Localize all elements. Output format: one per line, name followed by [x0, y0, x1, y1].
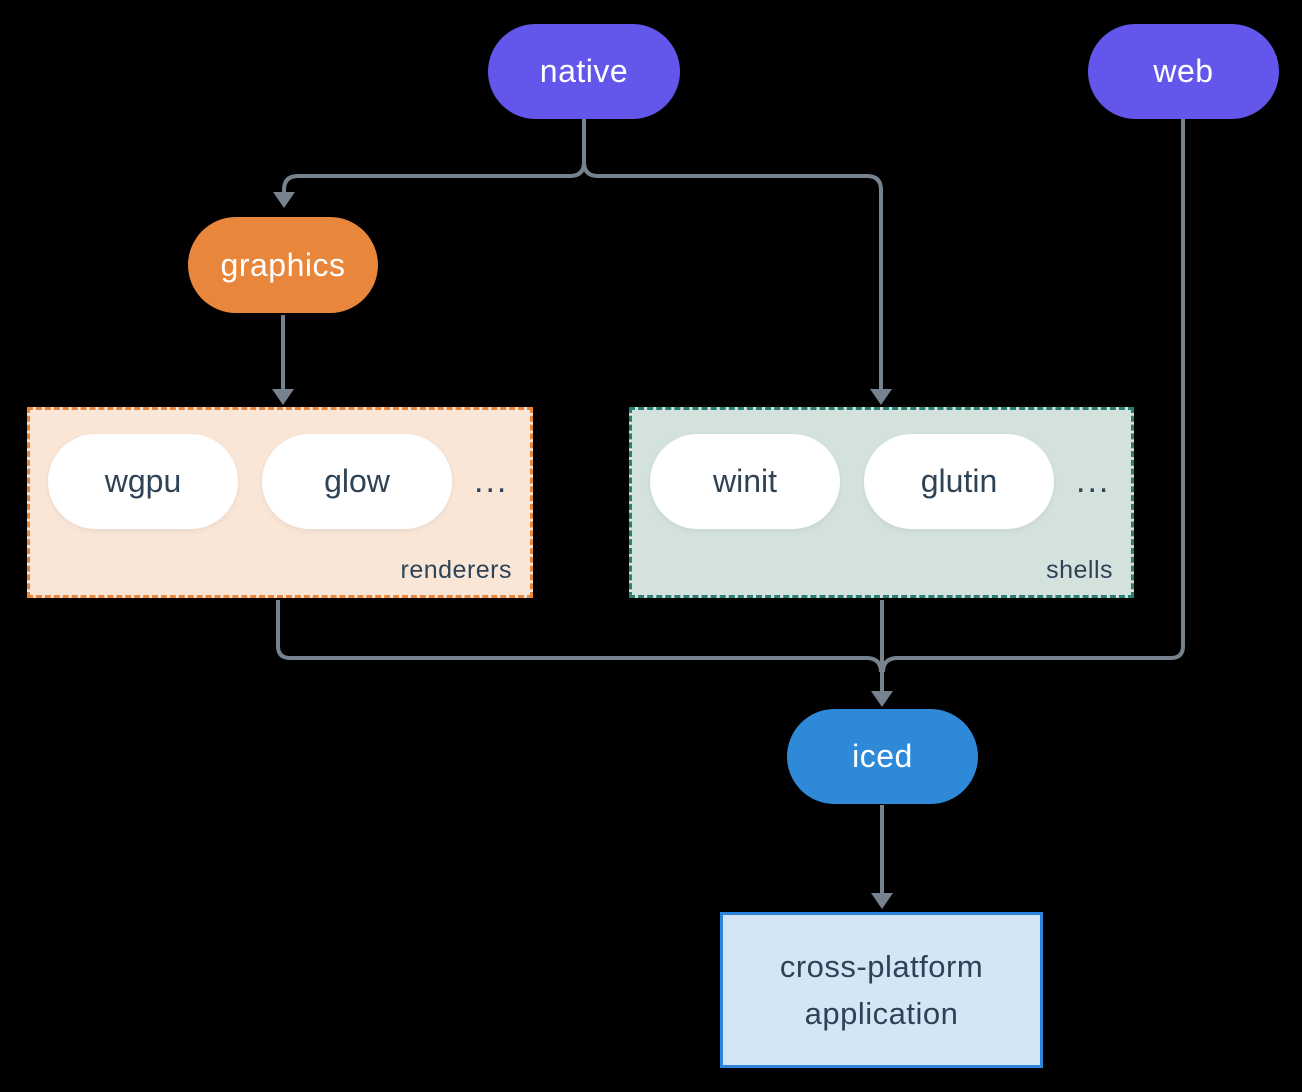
- pill-glutin-label: glutin: [920, 463, 998, 499]
- pill-winit-label: winit: [712, 463, 777, 499]
- pill-glutin: glutin: [864, 434, 1054, 529]
- arrowhead-iced: [871, 691, 893, 707]
- node-native: native: [488, 24, 680, 119]
- node-web-label: web: [1153, 53, 1214, 89]
- renderers-label: renderers: [400, 556, 512, 584]
- wire-web-to-merge: [881, 119, 1185, 673]
- arrowhead-shells: [870, 389, 892, 405]
- node-iced-label: iced: [852, 738, 913, 774]
- group-shells: winit glutin ... shells: [629, 407, 1134, 598]
- arrowhead-graphics: [273, 192, 295, 208]
- pill-glow-label: glow: [324, 463, 390, 499]
- node-application: cross-platform application: [720, 912, 1043, 1068]
- node-native-label: native: [539, 53, 629, 89]
- pill-wgpu-label: wgpu: [104, 463, 182, 499]
- pill-wgpu: wgpu: [48, 434, 238, 529]
- pill-winit: winit: [650, 434, 840, 529]
- arrowhead-renderers: [272, 389, 294, 405]
- node-graphics-label: graphics: [220, 246, 346, 283]
- arrow-native-to-shells: [582, 161, 883, 391]
- group-renderers: wgpu glow ... renderers: [27, 407, 533, 598]
- wire-renderers-to-merge: [276, 600, 883, 673]
- arrowhead-application: [871, 893, 893, 909]
- node-graphics: graphics: [188, 217, 378, 313]
- application-label-line2: application: [804, 996, 959, 1031]
- arrow-native-to-graphics: [282, 119, 586, 193]
- renderers-ellipsis: ...: [474, 462, 509, 500]
- shells-label: shells: [1046, 556, 1113, 584]
- node-web: web: [1088, 24, 1279, 119]
- shells-ellipsis: ...: [1076, 462, 1111, 500]
- node-iced: iced: [787, 709, 978, 804]
- pill-glow: glow: [262, 434, 452, 529]
- application-label-line1: cross-platform: [779, 949, 984, 984]
